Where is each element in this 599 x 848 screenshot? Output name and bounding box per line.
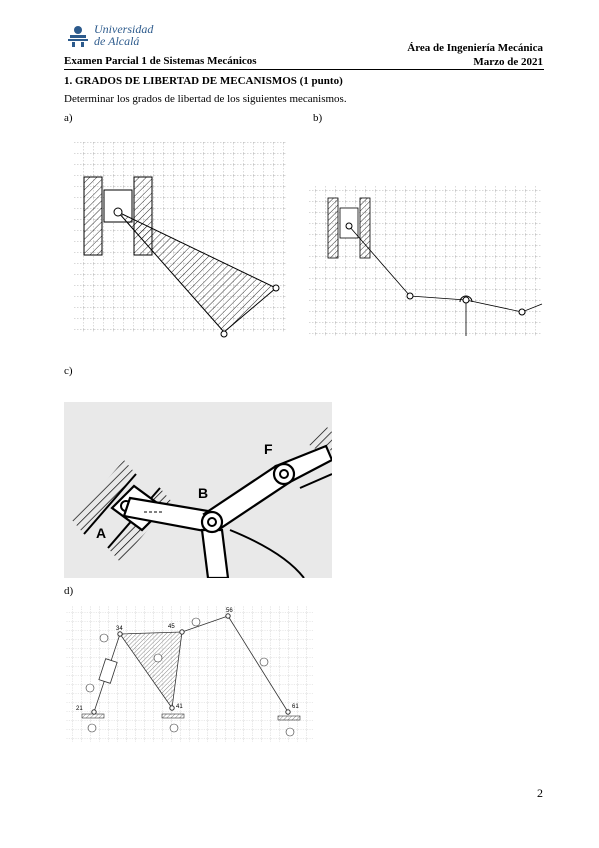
- node-label-34: 34: [116, 626, 123, 632]
- figure-d-label: d): [64, 585, 74, 597]
- label-a: A: [96, 525, 106, 541]
- link-number-circle-1b: [169, 723, 179, 733]
- slider-joint: [345, 222, 353, 230]
- joint-b-pin: [207, 517, 217, 527]
- node-label-45: 45: [168, 624, 175, 630]
- figure-a-mechanism: [74, 142, 286, 338]
- joint-45: [179, 629, 185, 635]
- left-guide-wall: [83, 176, 103, 256]
- ground-left: [81, 713, 105, 719]
- university-line-2: de Alcalá: [94, 34, 140, 48]
- link-number-circle-1c: [285, 727, 295, 737]
- left-guide-wall: [327, 197, 339, 259]
- joint-56: [225, 613, 231, 619]
- page-number: 2: [537, 786, 543, 800]
- joint-41: [169, 705, 175, 711]
- figure-b-label: b): [313, 112, 323, 124]
- ground-middle: [161, 713, 185, 719]
- right-guide-wall: [359, 197, 371, 259]
- university-logo: [64, 24, 184, 56]
- figure-b-mechanism: [308, 186, 543, 336]
- exam-title: Examen Parcial 1 de Sistemas Mecánicos: [64, 55, 257, 67]
- link-number-circle-6: [259, 657, 269, 667]
- university-line-1: Universidad: [94, 22, 154, 36]
- ground-pivot-joint: [462, 296, 470, 304]
- header-rule: [64, 69, 544, 70]
- link-lower-right: [229, 529, 305, 578]
- link-5: [181, 615, 229, 633]
- header-right: Área de Ingeniería Mecánica Marzo de 202…: [407, 41, 543, 69]
- ground-pivot-arc: [459, 295, 473, 303]
- node-label-56: 56: [226, 608, 233, 614]
- ground-right: [277, 715, 301, 721]
- area-text: Área de Ingeniería Mecánica: [407, 42, 543, 54]
- joint-4: [518, 308, 526, 316]
- joint-21: [91, 709, 97, 715]
- node-label-41: 41: [176, 704, 183, 710]
- node-label-61: 61: [292, 704, 299, 710]
- figure-d-mechanism: 21 34 45 56 41 61: [66, 606, 314, 742]
- node-label-21: 21: [76, 706, 83, 712]
- joint-f-pin: [279, 469, 289, 479]
- corner-joint: [272, 284, 280, 292]
- joint-34: [117, 631, 123, 637]
- figure-c-mechanism: A B F: [64, 402, 332, 578]
- link-number-circle-2: [85, 683, 95, 693]
- link-number-circle-1a: [87, 723, 97, 733]
- university-seal-icon: [68, 26, 88, 47]
- joint-61: [285, 709, 291, 715]
- university-name: Universidad de Alcalá: [94, 23, 153, 47]
- figure-c-label: c): [64, 365, 73, 377]
- triangular-link: [117, 211, 277, 333]
- label-b: B: [198, 485, 208, 501]
- pivot-joint: [113, 207, 123, 217]
- ground-hatch-upper-left: [72, 460, 136, 534]
- triangle-link-4: [119, 631, 183, 710]
- bottom-joint: [220, 330, 228, 338]
- link-number-circle-4: [153, 653, 163, 663]
- figure-a-label: a): [64, 112, 73, 124]
- label-f: F: [264, 441, 273, 457]
- section-title: 1. GRADOS DE LIBERTAD DE MECANISMOS (1 p…: [64, 75, 343, 87]
- link-6: [227, 615, 289, 713]
- joint-2: [406, 292, 414, 300]
- slider-link-2: [98, 658, 118, 684]
- date-text: Marzo de 2021: [473, 56, 543, 68]
- link-number-circle-3: [99, 633, 109, 643]
- instruction-text: Determinar los grados de libertad de los…: [64, 93, 347, 105]
- link-number-circle-5: [191, 617, 201, 627]
